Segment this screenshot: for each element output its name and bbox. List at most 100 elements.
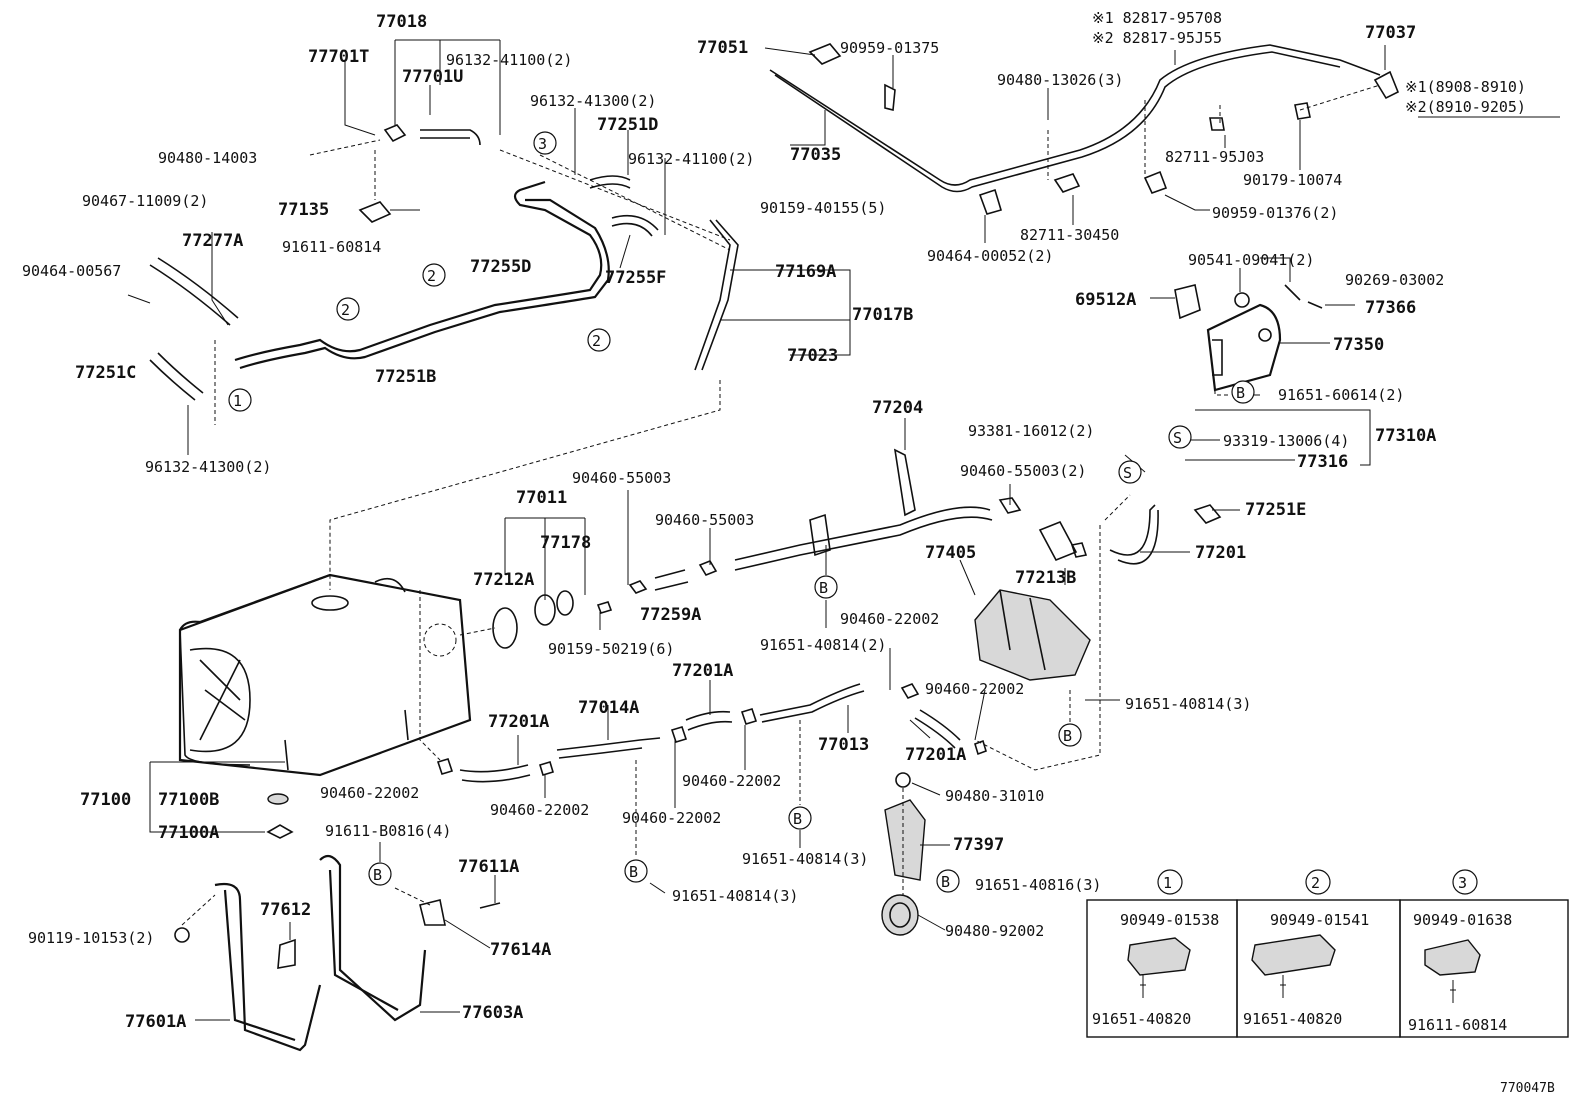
callout-b-4: B <box>793 810 802 828</box>
label-90179-10074: 90179-10074 <box>1243 171 1342 189</box>
label-77612: 77612 <box>260 900 311 920</box>
label-91651-40814-d: 91651-40814(3) <box>672 887 798 905</box>
label-90480-92002: 90480-92002 <box>945 922 1044 940</box>
callout-b-6: B <box>373 866 382 884</box>
callout-3: 3 <box>538 135 547 153</box>
label-77310A: 77310A <box>1375 426 1436 446</box>
lines-top-right <box>769 43 1400 215</box>
label-77135: 77135 <box>278 200 329 220</box>
label-77178: 77178 <box>540 533 591 553</box>
label-82711-95J03: 82711-95J03 <box>1165 148 1264 166</box>
label-90959-01375: 90959-01375 <box>840 39 939 57</box>
label-77051: 77051 <box>697 38 748 58</box>
label-90541-09041: 90541-09041(2) <box>1188 251 1314 269</box>
label-77201A-a: 77201A <box>672 661 733 681</box>
label-91651-60614: 91651-60614(2) <box>1278 386 1404 404</box>
label-note-1: ※1(8908-8910) <box>1405 78 1526 96</box>
callout-2-c: 2 <box>592 332 601 350</box>
label-77014A: 77014A <box>578 698 639 718</box>
fuel-tank-77100 <box>178 573 472 777</box>
label-77255D: 77255D <box>470 257 531 277</box>
label-77011: 77011 <box>516 488 567 508</box>
label-90959-01376: 90959-01376(2) <box>1212 204 1338 222</box>
callout-1: 1 <box>233 392 242 410</box>
label-96132-41100-a: 96132-41100(2) <box>446 51 572 69</box>
part-number-labels: 77018 77701T 77701U 96132-41100(2) 90480… <box>22 9 1555 1096</box>
label-90460-22002-d: 90460-22002 <box>320 784 419 802</box>
heat-shield-77405 <box>974 589 1091 681</box>
label-90480-14003: 90480-14003 <box>158 149 257 167</box>
label-90460-22002-b: 90460-22002 <box>925 680 1024 698</box>
leaders-bracket <box>902 782 950 931</box>
callout-b-2: B <box>819 579 828 597</box>
label-93381-16012: 93381-16012(2) <box>968 422 1094 440</box>
lower-fuel-lines <box>436 683 987 783</box>
label-77405: 77405 <box>925 543 976 563</box>
label-90460-55003-c: 90460-55003(2) <box>960 462 1086 480</box>
label-77204: 77204 <box>872 398 923 418</box>
label-90269-03002: 90269-03002 <box>1345 271 1444 289</box>
label-77251D: 77251D <box>597 115 658 135</box>
label-82817-95J55: ※2 82817-95J55 <box>1092 29 1222 47</box>
label-91651-40816: 91651-40816(3) <box>975 876 1101 894</box>
label-90460-22002-c: 90460-22002 <box>682 772 781 790</box>
label-91651-40814-a: 91651-40814(2) <box>760 636 886 654</box>
b-callouts: B B B B B B B <box>368 380 1255 893</box>
label-90159-40155: 90159-40155(5) <box>760 199 886 217</box>
label-77037: 77037 <box>1365 23 1416 43</box>
vent-lines-top-left <box>149 124 739 401</box>
label-77259A: 77259A <box>640 605 701 625</box>
label-77100B: 77100B <box>158 790 219 810</box>
label-90464-00052: 90464-00052(2) <box>927 247 1053 265</box>
callout-s-a: S <box>1173 429 1182 447</box>
callout-s-b: S <box>1123 464 1132 482</box>
legend-3-clip: 90949-01638 <box>1413 911 1512 929</box>
label-77018: 77018 <box>376 12 427 32</box>
label-90467-11009: 90467-11009(2) <box>82 192 208 210</box>
label-77212A: 77212A <box>473 570 534 590</box>
label-90460-22002-f: 90460-22002 <box>622 809 721 827</box>
label-82711-30450: 82711-30450 <box>1020 226 1119 244</box>
label-90464-00567: 90464-00567 <box>22 262 121 280</box>
label-note-2: ※2(8910-9205) <box>1405 98 1526 116</box>
label-91651-40814-b: 91651-40814(3) <box>1125 695 1251 713</box>
label-90480-31010: 90480-31010 <box>945 787 1044 805</box>
callout-b-5: B <box>629 863 638 881</box>
label-77701T: 77701T <box>308 47 369 67</box>
callout-2-b: 2 <box>427 267 436 285</box>
label-96132-41300-b: 96132-41300(2) <box>145 458 271 476</box>
leaders-lower <box>517 648 1120 894</box>
diagram-id: 770047B <box>1500 1081 1555 1096</box>
label-77251B: 77251B <box>375 367 436 387</box>
label-77100A: 77100A <box>158 823 219 843</box>
filler-pipe-77204 <box>734 448 1222 571</box>
label-77350: 77350 <box>1333 335 1384 355</box>
label-77601A: 77601A <box>125 1012 186 1032</box>
label-77213B: 77213B <box>1015 568 1076 588</box>
label-82817-95708: ※1 82817-95708 <box>1092 9 1222 27</box>
label-77611A: 77611A <box>458 857 519 877</box>
label-90460-55003-a: 90460-55003 <box>572 469 671 487</box>
label-77035: 77035 <box>790 145 841 165</box>
legend-2-bolt: 91651-40820 <box>1243 1010 1342 1028</box>
label-96132-41100-b: 96132-41100(2) <box>628 150 754 168</box>
leaders-filler-door <box>1124 257 1371 473</box>
label-77701U: 77701U <box>402 67 463 87</box>
label-91611-B0816: 91611-B0816(4) <box>325 822 451 840</box>
leaders-middle-left <box>459 490 827 636</box>
label-77017B: 77017B <box>852 305 913 325</box>
label-90460-55003-b: 90460-55003 <box>655 511 754 529</box>
legend-3-bolt: 91611-60814 <box>1408 1016 1507 1034</box>
legend-1-bolt: 91651-40820 <box>1092 1010 1191 1028</box>
callout-2-a: 2 <box>341 301 350 319</box>
circle-s-callouts: S S <box>1118 425 1192 484</box>
label-91611-60814: 91611-60814 <box>282 238 381 256</box>
label-77100: 77100 <box>80 790 131 810</box>
label-90119-10153: 90119-10153(2) <box>28 929 154 947</box>
label-77023: 77023 <box>787 346 838 366</box>
label-90480-13026: 90480-13026(3) <box>997 71 1123 89</box>
label-77013: 77013 <box>818 735 869 755</box>
label-90460-22002-a: 90460-22002 <box>840 610 939 628</box>
label-77277A: 77277A <box>182 231 243 251</box>
